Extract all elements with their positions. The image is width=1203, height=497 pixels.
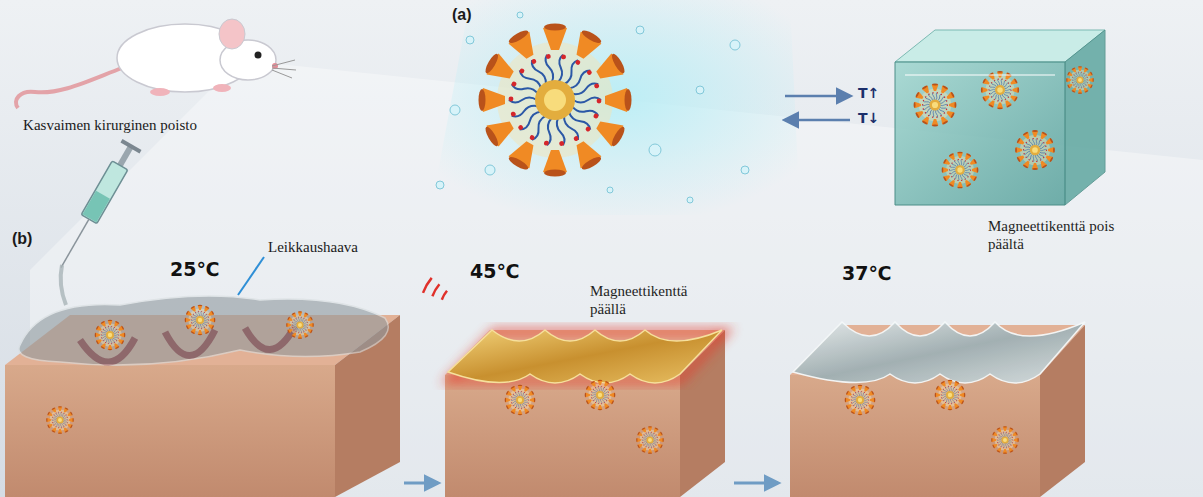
mini-micelle [942,152,979,189]
tissue-front [445,375,680,497]
cube-highlight [905,74,1055,76]
syringe-needle [61,219,89,267]
stage-arrow [404,482,438,485]
tissue-front [790,375,1040,497]
mini-micelle [845,385,876,416]
cooling-arrow [785,119,850,122]
gel-layer [448,330,722,383]
syringe-plunger-head [120,139,141,153]
mouse-foot [150,88,170,96]
mouse-whiskers [272,60,296,78]
mini-micelle [185,305,216,336]
syringe-barrel [81,161,128,224]
mouse [16,19,296,108]
magnetic-field-waves [423,278,447,300]
stage-panel: 25℃ [30,250,402,495]
step-label: Kasvaimen kirurginen poisto [20,116,200,134]
mouse-ear [219,19,245,49]
mouse-eye [255,52,262,59]
mini-micelle [46,406,74,434]
mini-micelle [991,426,1019,454]
cube-front [895,62,1065,205]
tissue-block [445,330,725,497]
mini-micelle [1066,66,1094,94]
temperature-symbol: T↑ [858,85,879,101]
micelle [479,24,632,177]
hydrogel-cube [895,30,1105,205]
leader-line [238,257,264,295]
temperature-label: 37℃ [842,262,891,284]
tissue-front [5,365,335,497]
stage-panel: 37℃ Magneettikenttä pois päältä [780,205,1126,495]
mini-micelle [585,380,616,411]
mini-micelle [286,311,314,339]
mini-micelle [95,320,126,351]
syringe-liquid [83,191,110,222]
panel-letter: (a) [452,6,472,24]
field-note: Magneettikenttä pois päältä [988,217,1118,253]
gel-stream [61,265,66,305]
cube-side [1065,30,1105,205]
gel-layer [793,322,1085,383]
stage-panel: 45℃ Magneettikenttä päällä [440,250,732,495]
gel-layer [19,296,388,365]
temperature-label: 25℃ [170,258,219,280]
mini-micelle [1015,130,1055,170]
mini-micelle [935,380,966,411]
callout-label: Leikkaushaava [268,238,358,256]
tissue-block [5,296,400,497]
stage-arrow [734,482,778,485]
panel-letter: (b) [12,230,32,248]
mini-micelle [914,84,957,127]
mouse-tail [16,68,122,108]
droplets [436,12,749,203]
mouse-foot [213,84,231,92]
glow-panel [430,0,800,215]
tissue-block [790,322,1085,497]
mini-micelle [981,71,1019,109]
syringe [51,139,141,273]
temperature-label: 45℃ [470,260,519,282]
field-note: Magneettikenttä päällä [590,282,705,318]
mini-micelle [636,426,664,454]
temperature-symbol: T↓ [858,110,879,126]
mini-micelle [505,385,536,416]
heating-arrow [785,95,850,98]
